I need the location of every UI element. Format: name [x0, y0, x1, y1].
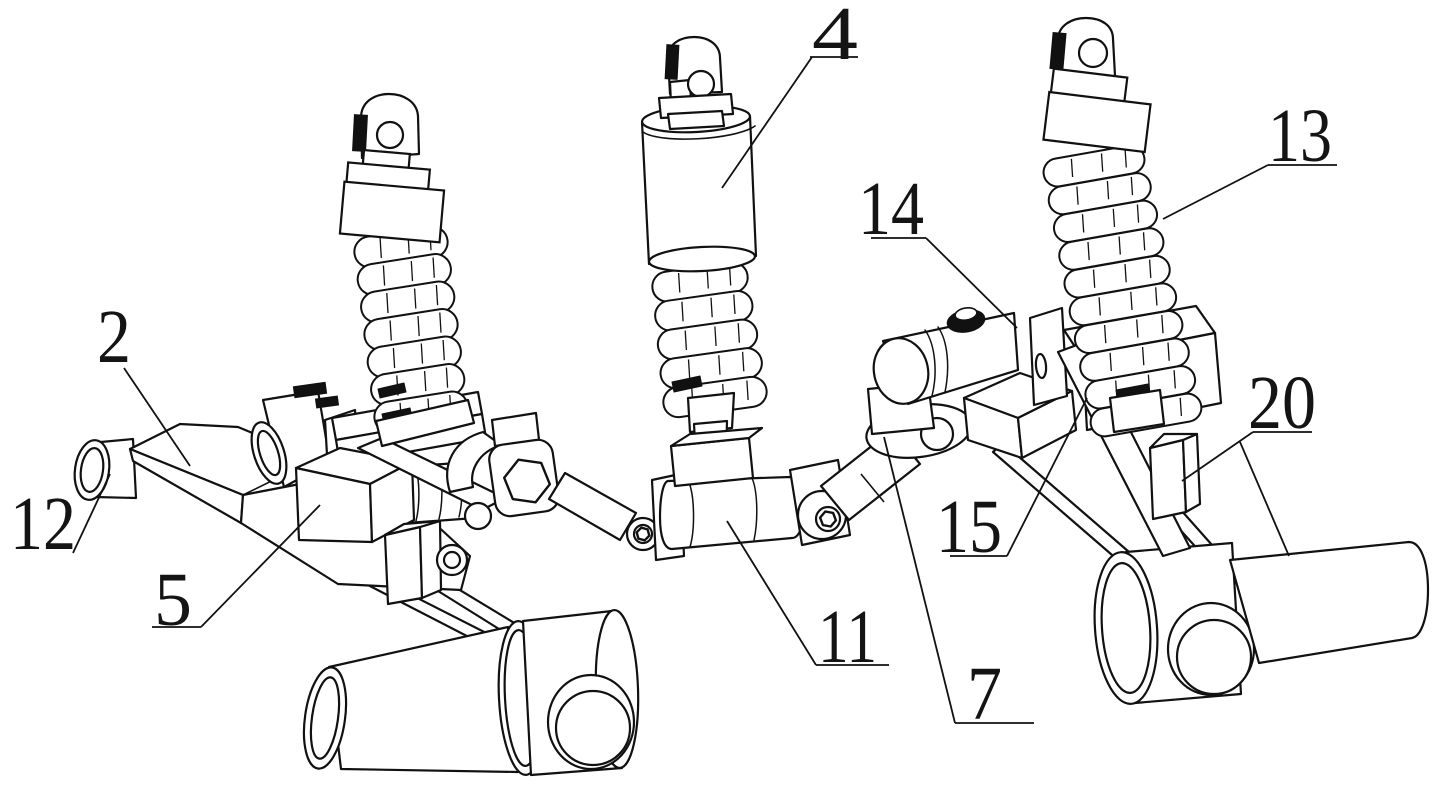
- svg-text:15: 15: [936, 485, 1002, 569]
- svg-text:7: 7: [967, 652, 1002, 736]
- svg-text:20: 20: [1248, 361, 1316, 445]
- svg-text:14: 14: [858, 167, 924, 251]
- svg-text:11: 11: [818, 595, 877, 679]
- svg-text:4: 4: [812, 0, 858, 76]
- svg-text:12: 12: [10, 482, 76, 566]
- svg-text:5: 5: [154, 558, 192, 642]
- svg-text:13: 13: [1268, 94, 1332, 178]
- svg-text:2: 2: [97, 295, 131, 379]
